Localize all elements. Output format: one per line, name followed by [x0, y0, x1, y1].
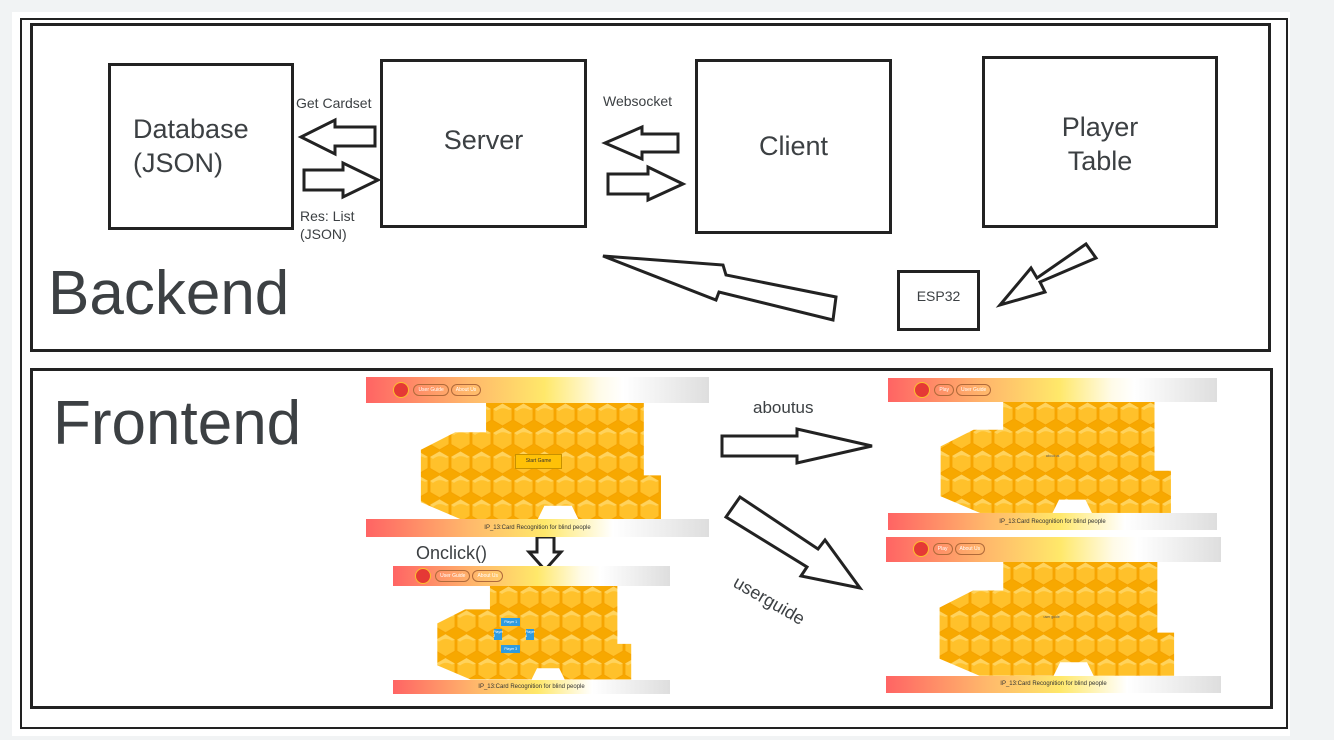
user-guide-button[interactable]: User Guide	[435, 570, 471, 583]
play-button[interactable]: Play	[932, 543, 953, 556]
player-3-button[interactable]: Player 3	[501, 645, 521, 654]
game-screen-thumbnail: User Guide About Us Player 1 Player 2 Pl…	[393, 566, 670, 694]
aboutus-content: about us	[1045, 454, 1060, 458]
userguide-content: user guide	[1043, 615, 1060, 619]
aboutus-label: aboutus	[753, 398, 814, 417]
arrow-server-to-database	[297, 117, 377, 157]
honeycomb-background	[437, 586, 632, 680]
about-us-button[interactable]: About Us	[472, 570, 504, 583]
uno-logo	[912, 541, 929, 558]
arrow-onclick	[525, 535, 565, 573]
uno-logo	[393, 381, 410, 398]
get-cardset-label: Get Cardset	[296, 95, 372, 111]
backend-title: Backend	[48, 259, 290, 328]
home-footer: IP_13:Card Recognition for blind people	[366, 519, 709, 537]
userguide-footer: IP_13:Card Recognition for blind people	[886, 675, 1221, 693]
onclick-label: Onclick()	[416, 543, 487, 563]
game-header: User Guide About Us	[393, 566, 670, 587]
backend-section	[30, 23, 1271, 352]
arrow-database-to-server	[302, 160, 382, 200]
player-4-button[interactable]: Player 4	[525, 628, 536, 641]
client-box: Client	[695, 59, 892, 234]
aboutus-footer: IP_13:Card Recognition for blind people	[888, 513, 1217, 530]
websocket-label: Websocket	[603, 93, 672, 109]
arrow-esp32-to-server	[602, 254, 838, 322]
res-list-label: Res: List (JSON)	[300, 208, 355, 242]
play-button[interactable]: Play	[934, 384, 955, 397]
game-footer: IP_13:Card Recognition for blind people	[393, 679, 670, 694]
home-header: User Guide About Us	[366, 377, 709, 403]
userguide-screen-thumbnail: Play About Us user guide IP_13:Card Reco…	[886, 537, 1221, 693]
start-game-button[interactable]: Start Game	[515, 453, 562, 469]
user-guide-button[interactable]: User Guide	[956, 384, 992, 397]
uno-logo	[914, 382, 931, 399]
honeycomb-background	[940, 402, 1171, 514]
user-guide-button[interactable]: User Guide	[413, 383, 449, 396]
frontend-section	[30, 368, 1273, 709]
home-screen-thumbnail: User Guide About Us Start Game IP_13:Car…	[366, 377, 709, 537]
arrow-player-table-to-esp32	[995, 241, 1099, 308]
aboutus-header: Play User Guide	[888, 378, 1217, 403]
arrow-client-to-server	[601, 124, 680, 162]
honeycomb-background	[939, 561, 1175, 676]
server-box: Server	[380, 59, 587, 228]
uno-logo	[415, 568, 432, 585]
database-box: Database (JSON)	[108, 63, 294, 230]
outer-frame	[20, 18, 1288, 729]
arrow-server-to-client	[606, 164, 687, 203]
about-us-button[interactable]: About Us	[954, 543, 986, 556]
userguide-header: Play About Us	[886, 537, 1221, 562]
about-us-button[interactable]: About Us	[450, 383, 482, 396]
player-table-box: Player Table	[982, 56, 1218, 228]
aboutus-screen-thumbnail: Play User Guide about us IP_13:Card Reco…	[888, 378, 1217, 530]
player-1-button[interactable]: Player 1	[501, 618, 521, 627]
frontend-title: Frontend	[53, 389, 302, 458]
arrow-aboutus	[720, 427, 873, 465]
arrow-userguide	[723, 494, 864, 591]
esp32-box: ESP32	[897, 270, 980, 331]
player-2-button[interactable]: Player 2	[493, 628, 504, 641]
